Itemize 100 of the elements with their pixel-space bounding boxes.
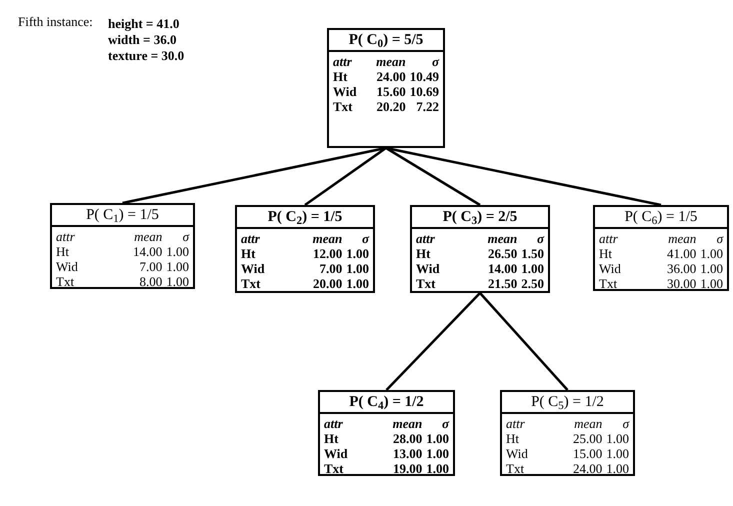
table-cell: 1.50 <box>521 246 544 261</box>
table-cell-text: Ht <box>506 431 520 446</box>
table-cell-text: 19.00 <box>392 461 422 476</box>
table-cell: 1.00 <box>166 274 189 289</box>
table-cell-text: Ht <box>333 69 348 84</box>
class-node-box <box>50 203 195 289</box>
table-cell: 1.00 <box>606 461 629 476</box>
table-cell: 1.00 <box>606 431 629 446</box>
table-cell-text: Ht <box>56 244 70 259</box>
probability-heading: P( C$_{2}$) = 1/5 <box>268 209 342 225</box>
probability-heading: P( C$_{0}$) = 5/5 <box>348 32 424 48</box>
class-node-box <box>410 205 550 293</box>
column-header: mean <box>375 54 406 69</box>
class-node-box <box>235 205 375 293</box>
column-header: mean <box>392 416 422 431</box>
table-cell: 1.00 <box>521 261 544 276</box>
column-header: attr <box>599 231 619 246</box>
probability-heading: P( C$_{1}$) = 1/5 <box>86 207 159 223</box>
table-cell: 1.00 <box>606 446 629 461</box>
column-header: mean <box>667 231 696 246</box>
probability-heading: P( C$_{3}$) = 2/5 <box>442 209 518 225</box>
table-cell-text: Txt <box>241 276 262 291</box>
table-cell-text: 26.50 <box>487 246 518 261</box>
table-cell-text: Txt <box>56 274 76 289</box>
column-header: σ <box>622 416 629 431</box>
column-header: σ <box>536 231 544 246</box>
table-cell-text: Txt <box>506 461 526 476</box>
tree-branch-line <box>385 146 481 206</box>
table-cell-text: 7.00 <box>138 259 162 274</box>
table-cell: Wid <box>506 446 528 461</box>
column-header: attr <box>324 416 344 431</box>
instance-label: Fifth instance: <box>18 14 93 29</box>
column-header: σ <box>716 231 723 246</box>
table-cell-text: 30.00 <box>666 276 696 291</box>
table-cell: 1.00 <box>426 461 449 476</box>
instance-label: texture = 30.0 <box>108 48 184 63</box>
class-node-box <box>318 390 455 476</box>
table-cell-text: 8.00 <box>138 274 162 289</box>
table-cell-text: Txt <box>333 99 354 114</box>
table-cell: 1.00 <box>700 276 723 291</box>
class-node-box <box>593 205 729 291</box>
column-header: mean <box>312 231 342 246</box>
probability-heading: P( C$_{5}$) = 1/2 <box>531 394 604 410</box>
table-cell: 1.00 <box>700 246 723 261</box>
table-cell: 10.69 <box>410 84 439 99</box>
table-cell-text: 15.00 <box>572 446 602 461</box>
table-cell-text: 24.00 <box>572 461 602 476</box>
table-cell-text: 20.00 <box>312 276 342 291</box>
column-header: σ <box>182 229 189 244</box>
table-cell: Wid <box>416 261 440 276</box>
column-header: attr <box>416 231 436 246</box>
class-node-box <box>500 390 635 476</box>
table-cell-text: 36.00 <box>666 261 696 276</box>
column-header: σ <box>360 231 369 246</box>
table-cell-text: Ht <box>324 431 340 446</box>
table-cell-text: Ht <box>599 246 613 261</box>
column-header: attr <box>506 416 526 431</box>
table-cell: 10.49 <box>410 69 439 84</box>
column-header: σ <box>440 416 449 431</box>
table-cell: 1.00 <box>700 261 723 276</box>
column-header: σ <box>430 54 439 69</box>
table-cell: Wid <box>324 446 348 461</box>
table-cell-text: 28.00 <box>392 431 422 446</box>
table-cell: 1.00 <box>166 244 189 259</box>
table-cell-text: Txt <box>416 276 436 291</box>
table-cell: Wid <box>333 84 357 99</box>
table-cell: Wid <box>56 259 78 274</box>
table-cell-text: Txt <box>324 461 344 476</box>
table-cell-text: 13.00 <box>392 446 422 461</box>
table-cell-text: 15.60 <box>376 84 406 99</box>
table-cell-text: 41.00 <box>666 246 696 261</box>
class-node-box <box>327 28 445 148</box>
table-cell: 1.00 <box>346 246 369 261</box>
column-header: mean <box>573 416 602 431</box>
table-cell: 1.00 <box>426 446 449 461</box>
table-cell-text: 12.00 <box>312 246 342 261</box>
table-cell-text: 7.22 <box>415 99 439 114</box>
column-header: attr <box>333 54 353 69</box>
column-header: attr <box>56 229 76 244</box>
table-cell: Wid <box>241 261 265 276</box>
column-header: mean <box>486 231 518 246</box>
table-cell: 1.00 <box>166 259 189 274</box>
table-cell-text: 14.00 <box>487 261 518 276</box>
column-header: attr <box>241 231 261 246</box>
instance-label: height = 41.0 <box>108 16 180 31</box>
table-cell-text: 25.00 <box>572 431 602 446</box>
tree-branch-line <box>304 146 387 206</box>
table-cell-text: 24.00 <box>376 69 406 84</box>
table-cell-text: Txt <box>599 276 618 291</box>
tree-branch-line <box>386 292 481 391</box>
probability-heading: P( C$_{4}$) = 1/2 <box>349 394 424 410</box>
table-cell-text: 21.50 <box>487 276 518 291</box>
probability-heading: P( C$_{6}$) = 1/5 <box>624 209 698 225</box>
instance-label: width = 36.0 <box>108 32 176 47</box>
table-cell: 1.00 <box>346 261 369 276</box>
table-cell-text: 14.00 <box>132 244 162 259</box>
tree-branch-line <box>479 292 568 391</box>
table-cell-text: 20.20 <box>376 99 406 114</box>
table-cell-text: Ht <box>241 246 256 261</box>
table-cell: Wid <box>599 261 621 276</box>
